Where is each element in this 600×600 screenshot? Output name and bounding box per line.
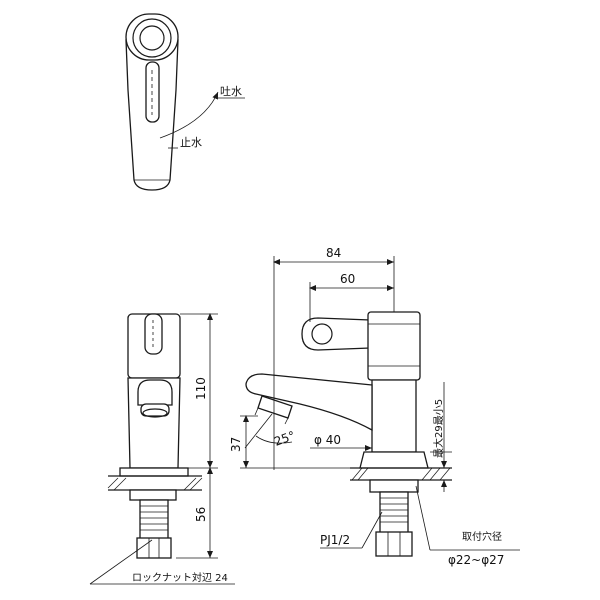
dim-phi40: φ 40 <box>314 433 341 447</box>
dim-56: 56 <box>194 507 208 522</box>
max-thickness-label: 最大29最小5 <box>432 399 445 458</box>
side-view <box>245 311 452 557</box>
spout-off-label: 止水 <box>180 136 202 149</box>
dim-110: 110 <box>194 377 208 400</box>
mounting-hole-title: 取付穴径 <box>462 530 502 543</box>
rotation-arc <box>159 91 245 149</box>
dim-84: 84 <box>326 246 341 260</box>
front-dimension-lines <box>89 313 235 585</box>
side-dimension-lines <box>240 256 520 551</box>
angle-25: 25° <box>272 428 297 448</box>
top-view-handle <box>125 13 179 191</box>
dim-37: 37 <box>229 437 243 452</box>
locknut-label: ロックナット対辺 24 <box>132 571 228 584</box>
thread-label: PJ1/2 <box>320 533 350 547</box>
dim-60: 60 <box>340 272 355 286</box>
front-view <box>107 313 203 559</box>
mounting-hole-range: φ22~φ27 <box>448 553 504 567</box>
spout-on-label: 吐水 <box>220 85 242 98</box>
